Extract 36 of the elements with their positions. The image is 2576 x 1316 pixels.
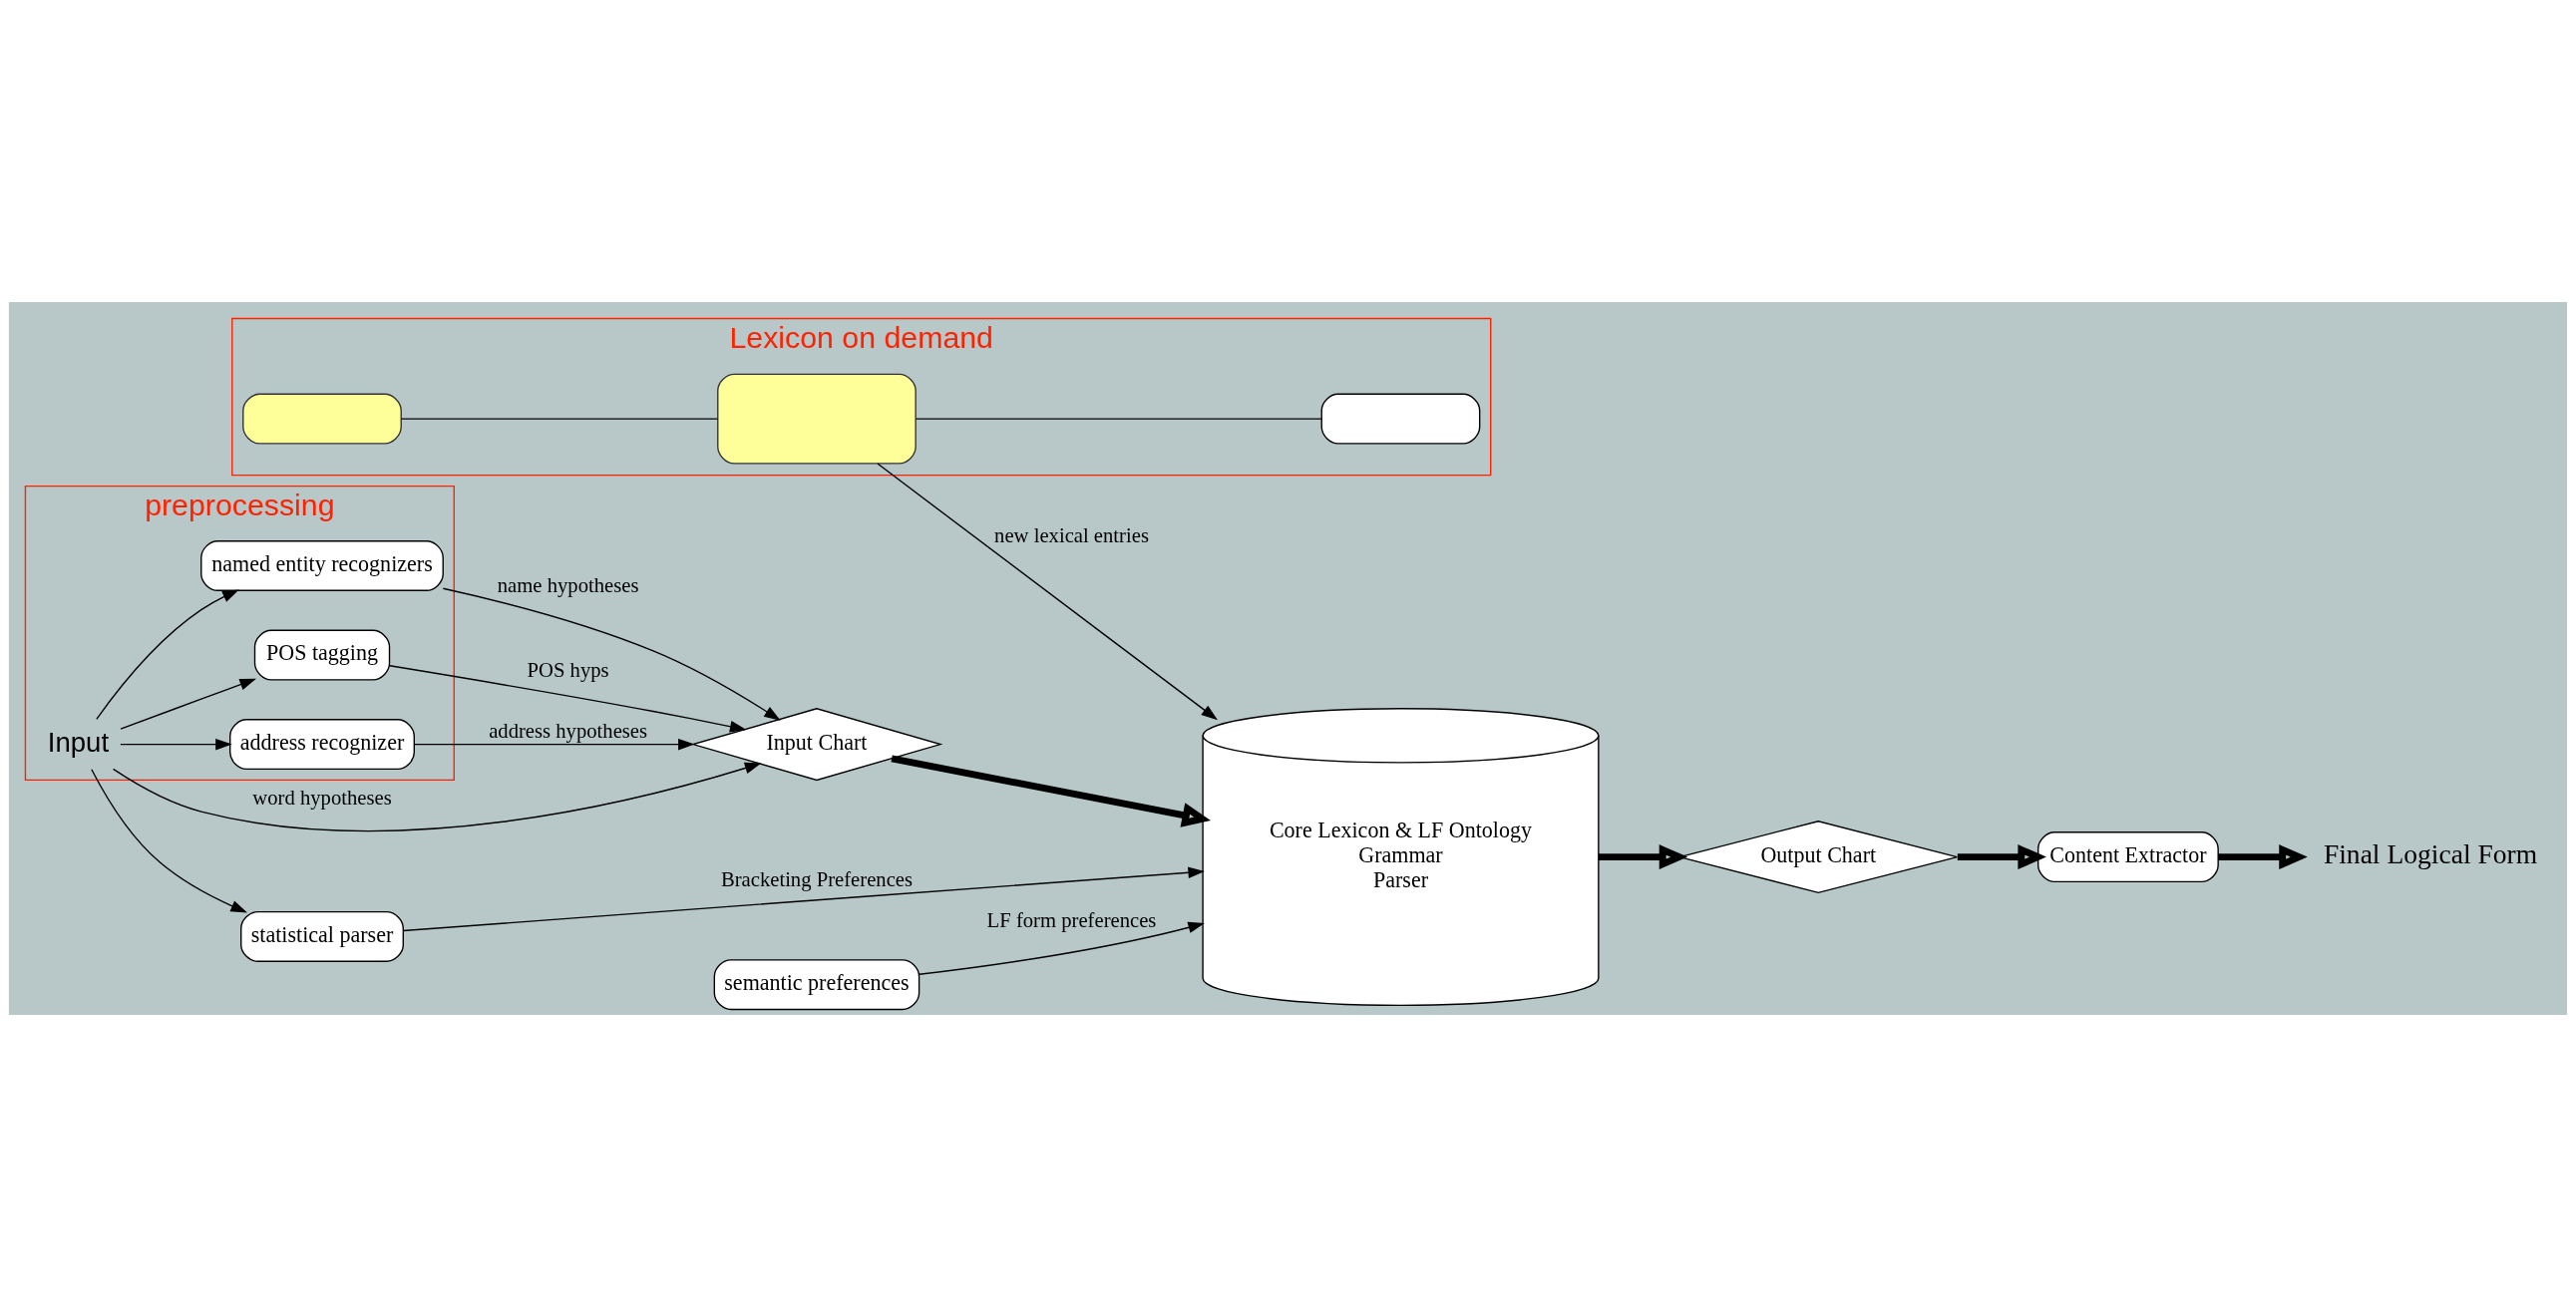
arrow — [891, 755, 1211, 827]
node-box — [242, 393, 402, 445]
edge-label: Bracketing Preferences — [720, 867, 914, 889]
arrow — [1957, 843, 2046, 869]
node-box — [1320, 393, 1481, 445]
arrow — [96, 589, 239, 720]
connector — [400, 417, 719, 420]
node-box: semantic preferences — [713, 958, 920, 1010]
arrow — [120, 738, 232, 750]
arrow — [389, 664, 747, 732]
node-box: named entity recognizers — [200, 539, 444, 591]
node-box: statistical parser — [240, 910, 404, 962]
edge-label: name hypotheses — [497, 573, 639, 596]
arrow — [91, 768, 248, 912]
arrow — [413, 738, 695, 750]
cluster: Lexicon on demand — [231, 317, 1492, 476]
node-text: Final Logical Form — [2323, 837, 2538, 869]
node-box: address recognizer — [229, 718, 415, 770]
edge-label: address hypotheses — [489, 719, 648, 742]
node-box — [717, 373, 917, 465]
arrow — [442, 587, 781, 721]
arrow — [877, 462, 1218, 720]
arrow — [919, 921, 1205, 975]
arrow — [1598, 843, 1688, 869]
connector — [915, 417, 1322, 420]
arrow — [2218, 843, 2308, 869]
edge-label: new lexical entries — [994, 523, 1149, 546]
edge-label: LF form preferences — [986, 908, 1157, 931]
node-box: POS tagging — [253, 629, 391, 681]
edge-label: word hypotheses — [252, 786, 392, 809]
edge-label: POS hyps — [527, 658, 609, 681]
arrow — [402, 865, 1205, 931]
arrow — [112, 762, 762, 831]
arrow — [120, 678, 256, 730]
node-text: Input — [47, 725, 110, 757]
node-box: Content Extractor — [2037, 830, 2219, 882]
